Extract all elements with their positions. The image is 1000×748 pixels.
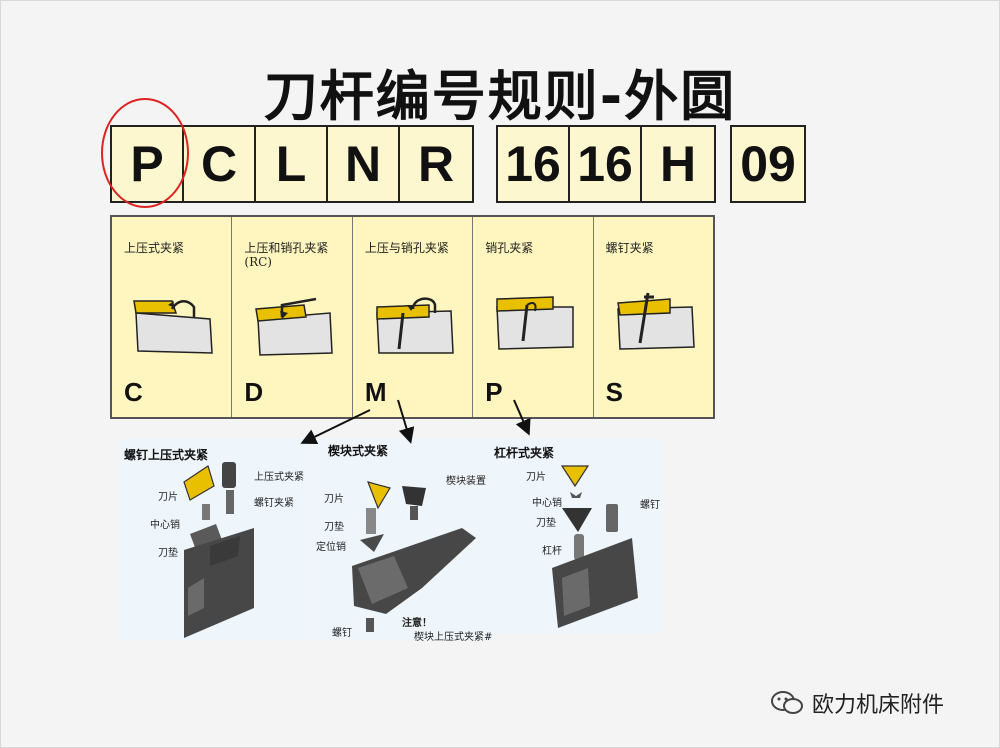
label-shim: 刀垫 bbox=[324, 522, 344, 533]
clamping-sublabel: (RC) bbox=[244, 255, 272, 269]
code-letter-5: R bbox=[417, 136, 455, 192]
detail-panel-screw-top: 螺钉上压式夹紧 上压式夹紧 螺钉夹紧 刀片 中心销 刀垫 bbox=[118, 438, 310, 640]
panel-title: 楔块式夹紧 bbox=[328, 444, 389, 458]
clamping-code: M bbox=[364, 377, 387, 407]
code-letter-4: N bbox=[328, 127, 400, 201]
code-letter-2: C bbox=[184, 127, 256, 201]
label-insert: 刀片 bbox=[158, 492, 178, 503]
clamping-type-s: 螺钉夹紧 S bbox=[594, 217, 713, 417]
clamping-label: 上压与销孔夹紧 bbox=[364, 241, 449, 255]
screw-top-assembly-illustration bbox=[183, 462, 254, 638]
clamping-label: 上压式夹紧 bbox=[124, 241, 185, 255]
detail-panel-wedge: 楔块式夹紧 楔块装置 刀片 刀垫 定位销 螺钉 注意！ 楔块上压式夹紧# bbox=[312, 438, 493, 643]
label-center-pin: 中心销 bbox=[532, 498, 562, 509]
clamping-type-m: 上压与销孔夹紧 M bbox=[353, 217, 474, 417]
label-shim: 刀垫 bbox=[158, 548, 178, 559]
clamping-type-p: 销孔夹紧 P bbox=[473, 217, 594, 417]
clamping-code: P bbox=[485, 377, 503, 407]
top-with-pin-clamp-icon bbox=[376, 297, 454, 354]
code-group-3: 09 bbox=[730, 125, 806, 203]
note-text: 楔块上压式夹紧# bbox=[414, 632, 493, 643]
code-letter-3: L bbox=[256, 127, 328, 201]
clamping-label: 销孔夹紧 bbox=[485, 241, 534, 255]
highlight-circle bbox=[101, 98, 189, 208]
page-title: 刀杆编号规则-外圆 bbox=[263, 65, 737, 128]
code-insert-size: 09 bbox=[740, 136, 796, 192]
code-width: 16 bbox=[570, 127, 642, 201]
label-locating-pin: 定位销 bbox=[316, 542, 346, 553]
panel-title: 螺钉上压式夹紧 bbox=[124, 448, 209, 462]
watermark: 欧力机床附件 bbox=[770, 688, 944, 718]
code-height: 16 bbox=[498, 127, 570, 201]
code-group-2: 16 16 H bbox=[496, 125, 716, 203]
label-insert: 刀片 bbox=[324, 494, 344, 505]
clamping-table: 上压式夹紧 C 上压和销孔夹紧 (RC) D 上压与销孔夹紧 M bbox=[110, 215, 715, 419]
label-screw: 螺钉 bbox=[640, 500, 660, 511]
label-top-clamp: 上压式夹紧 bbox=[254, 472, 304, 483]
lever-assembly-illustration bbox=[552, 465, 638, 628]
wechat-icon bbox=[771, 691, 803, 714]
screw-clamp-icon bbox=[616, 292, 695, 350]
label-center-pin: 中心销 bbox=[150, 520, 180, 531]
detail-panel-lever: 杠杆式夹紧 刀片 中心销 刀垫 螺钉 杠杆 bbox=[492, 438, 662, 634]
label-screw: 螺钉 bbox=[332, 628, 352, 639]
label-lever: 杠杆 bbox=[542, 546, 562, 557]
panel-title: 杠杆式夹紧 bbox=[494, 446, 555, 460]
clamping-type-c: 上压式夹紧 C bbox=[112, 217, 233, 417]
clamping-label: 上压和销孔夹紧 bbox=[244, 241, 329, 255]
clamping-code: S bbox=[605, 377, 623, 407]
clamping-code: C bbox=[124, 377, 143, 407]
top-and-pin-clamp-icon bbox=[255, 297, 334, 356]
label-insert: 刀片 bbox=[526, 472, 546, 483]
label-shim: 刀垫 bbox=[536, 518, 556, 529]
note-title: 注意！ bbox=[402, 618, 432, 629]
clamping-type-d: 上压和销孔夹紧 (RC) D bbox=[232, 217, 353, 417]
label-wedge-device: 楔块装置 bbox=[446, 476, 486, 487]
top-clamp-icon bbox=[133, 300, 213, 354]
wedge-assembly-illustration bbox=[352, 481, 476, 632]
label-screw-clamp: 螺钉夹紧 bbox=[254, 498, 294, 509]
pin-clamp-icon bbox=[496, 296, 574, 350]
clamping-label: 螺钉夹紧 bbox=[605, 241, 654, 255]
code-length: H bbox=[659, 136, 697, 192]
clamping-code: D bbox=[244, 377, 264, 407]
watermark-text: 欧力机床附件 bbox=[812, 693, 945, 718]
